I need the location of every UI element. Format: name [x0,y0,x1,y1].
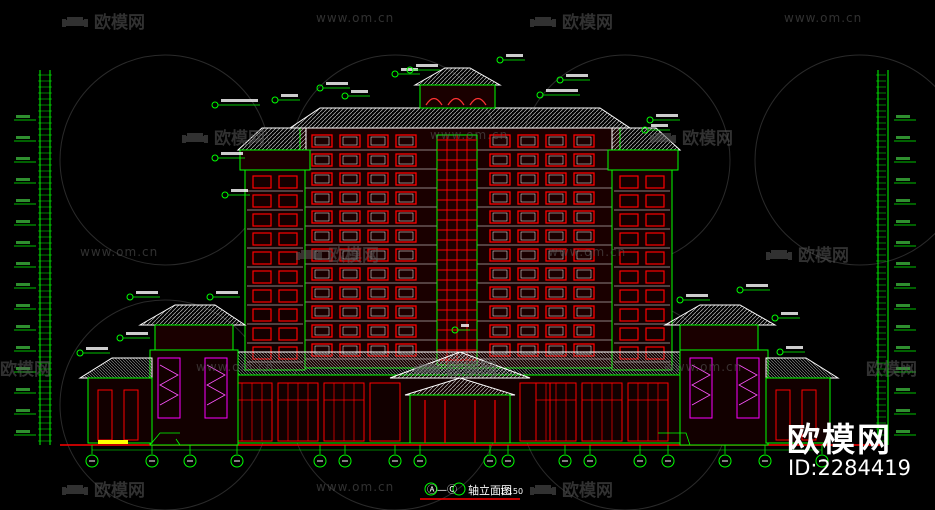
watermark-brand: 欧模网 [62,8,145,33]
sofa-logo-icon [62,14,88,28]
watermark-brand: 欧模网 [296,241,379,266]
drawing-title-block: Ⓐ—Ⓒ 轴立面图 1:150 [420,482,523,500]
tower-right-wing [611,169,673,371]
watermark-url: www.om.cn [196,360,275,374]
watermark-brand: 欧模网 [414,355,497,380]
sofa-logo-icon [296,247,322,261]
model-id-label: ID:2284419 [788,456,911,480]
watermark-url: www.om.cn [316,480,395,494]
watermark-brand: 欧模网 [866,360,917,380]
glass-core-grid [437,135,477,365]
tower-roofs [236,67,682,171]
sofa-logo-icon [530,14,556,28]
sofa-logo-icon [182,130,208,144]
sofa-logo-icon [62,482,88,496]
watermark-brand: 欧模网 [766,241,849,266]
watermark-brand: 欧模网 [182,124,265,149]
tower-left-wing [244,169,306,371]
watermark-brand: 欧模网 [62,476,145,501]
watermark-brand: 欧模网 [530,8,613,33]
sofa-logo-icon [766,247,792,261]
sofa-logo-icon [650,130,676,144]
watermark-url: www.om.cn [430,128,509,142]
watermark-url: www.om.cn [784,11,863,25]
watermark-url: www.om.cn [548,245,627,259]
left-pavilion [78,304,247,446]
watermark-url: www.om.cn [80,245,159,259]
sofa-logo-icon [530,482,556,496]
right-pavilion [663,304,840,446]
watermark-url: www.om.cn [316,11,395,25]
drawing-title: 轴立面图 [468,483,512,497]
podium [224,351,696,444]
entrance-steps [149,432,691,446]
right-dimension-ruler [876,70,916,445]
watermark-brand: 欧模网 [650,124,733,149]
podium-shopfronts [231,382,669,442]
sofa-logo-icon [414,361,440,375]
watermark-brand-large: 欧模网 [787,420,892,459]
watermark-url: www.om.cn [664,360,743,374]
watermark-brand: 欧模网 [530,476,613,501]
annotation-leaders [76,54,805,357]
drawing-axis-range: Ⓐ—Ⓒ [427,484,457,496]
watermark-brand: 欧模网 [0,360,51,380]
grid-axis-bubbles [85,445,829,468]
left-dimension-ruler [14,70,52,445]
drawing-scale: 1:150 [500,487,523,496]
